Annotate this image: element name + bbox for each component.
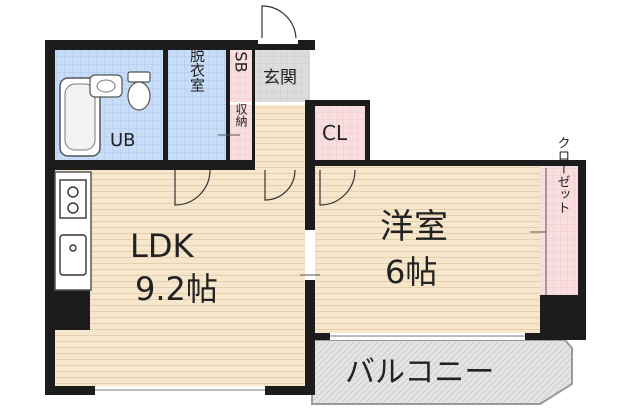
dressing-label: 脱衣室 [188, 48, 206, 93]
stove-icon [59, 179, 87, 219]
kitchen-sink-icon [59, 234, 87, 276]
shoe-box-label: SB [232, 51, 251, 72]
bathtub-icon [59, 77, 101, 157]
hall-floor [255, 105, 310, 170]
dressing-floor [168, 50, 226, 160]
door-swing-icon [174, 5, 356, 206]
washbasin-icon [89, 74, 123, 98]
entrance-floor [255, 50, 310, 102]
kitchen-counter [54, 171, 92, 291]
closet-label: クローゼット [555, 136, 571, 214]
ldk-size-label: 9.2帖 [135, 270, 218, 308]
storage-label: 収納 [234, 103, 248, 127]
unit-bath-label: UB [110, 130, 136, 151]
western-floor [315, 165, 540, 335]
balcony-label: バルコニー [345, 355, 494, 390]
ldk-floor [55, 170, 310, 388]
cl-label: CL [322, 121, 348, 145]
shoe-box-area [230, 50, 252, 102]
toilet-icon [127, 71, 151, 111]
storage-area [230, 105, 252, 160]
entrance-label: 玄関 [263, 68, 297, 88]
cl-area [315, 105, 367, 160]
western-size-label: 6帖 [385, 253, 437, 291]
western-label: 洋室 [380, 207, 448, 247]
ldk-label: LDK [130, 227, 194, 265]
